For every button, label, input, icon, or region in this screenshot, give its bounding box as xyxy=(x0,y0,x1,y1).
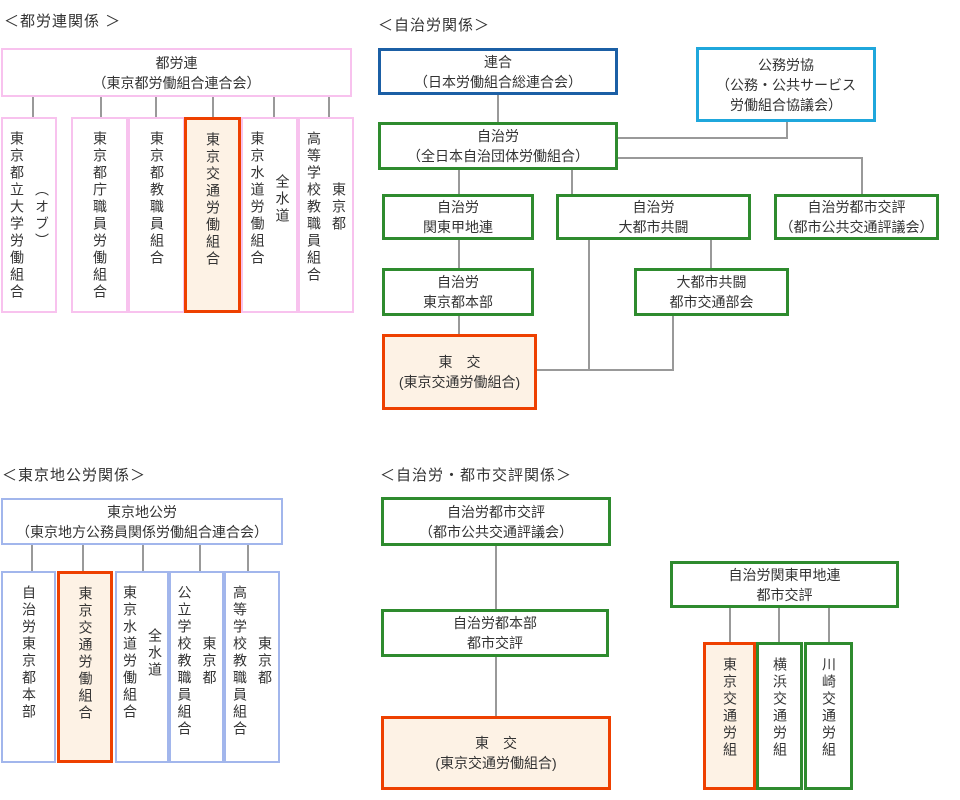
box-chikoro-parent: 東京地公労 （東京地方公務員関係労働組合連合会） xyxy=(1,498,283,545)
connector-line xyxy=(32,97,34,117)
connector-line xyxy=(537,369,674,371)
box-koto-gakko-union-2: 東京都 高等学校教職員組合 xyxy=(224,571,280,763)
box-zensuido-union-2: 全水道 東京水道労働組合 xyxy=(115,571,169,763)
box-jichiro-tokyo-honbu: 自治労 東京都本部 xyxy=(382,268,534,316)
connector-line xyxy=(273,97,275,117)
box-koto-gakko-union-1: 東京都 高等学校教職員組合 xyxy=(298,117,354,313)
box-jichiro-tokyo-honbu-v: 自治労東京都本部 xyxy=(1,571,56,763)
connector-line xyxy=(82,545,84,571)
connector-line xyxy=(328,97,330,117)
box-yokohama-kotsu-roso: 横浜交通労組 xyxy=(756,642,803,790)
section-title-chikoro: ＜東京地公労関係＞ xyxy=(2,467,147,484)
connector-line xyxy=(199,545,201,571)
box-tokyo-kyoshokuin-label: 東京都教職員組合 xyxy=(149,131,165,267)
box-komu-rokyo: 公務労協 （公務・公共サービス 労働組合協議会） xyxy=(696,47,876,122)
connector-line xyxy=(778,608,780,642)
connector-line xyxy=(495,657,497,716)
box-koto-gakko-label-1: 東京都 高等学校教職員組合 xyxy=(306,131,347,284)
box-jichiro: 自治労 （全日本自治団体労働組合） xyxy=(378,122,618,170)
box-jichiro-kanto-ko-chiren: 自治労 関東甲地連 xyxy=(382,194,534,240)
connector-line xyxy=(672,316,674,371)
box-toko-highlight-2: 東 交 (東京交通労働組合) xyxy=(381,716,611,790)
box-yokohama-kotsu-roso-label: 横浜交通労組 xyxy=(772,657,788,759)
box-kawasaki-kotsu-roso: 川崎交通労組 xyxy=(804,642,853,790)
connector-line xyxy=(458,316,460,334)
connector-line xyxy=(571,170,573,194)
box-rengo: 連合 （日本労働組合総連合会） xyxy=(378,48,618,95)
box-kawasaki-kotsu-roso-label: 川崎交通労組 xyxy=(821,657,837,759)
box-tororen-parent: 都労連 （東京都労働組合連合会） xyxy=(1,48,352,97)
connector-line xyxy=(618,137,788,139)
box-daitoshi-kyoto-bukai: 大都市共闘 都市交通部会 xyxy=(634,268,789,316)
connector-line xyxy=(142,545,144,571)
box-koto-gakko-label-2: 東京都 高等学校教職員組合 xyxy=(232,585,273,738)
section-title-toshikohyo: ＜自治労・都市交評関係＞ xyxy=(380,467,573,484)
connector-line xyxy=(618,157,863,159)
box-toko-highlight-1: 東 交 (東京交通労働組合) xyxy=(382,334,537,410)
connector-line xyxy=(31,545,33,571)
box-tokyo-kotsu-roso-label: 東京交通労組 xyxy=(722,657,738,759)
box-tmu-union: （オブ） 東京都立大学労働組合 xyxy=(1,117,57,313)
box-koritsu-gakko-union: 東京都 公立学校教職員組合 xyxy=(169,571,224,763)
connector-line xyxy=(828,608,830,642)
box-jichiro-toshikohyo-1: 自治労都市交評 （都市公共交通評議会） xyxy=(774,194,939,240)
box-jichiro-daitoshi-kyoto: 自治労 大都市共闘 xyxy=(556,194,751,240)
connector-line xyxy=(247,545,249,571)
section-title-tororen: ＜都労連関係 ＞ xyxy=(4,13,122,30)
box-tokyo-kotsu-label-2: 東京交通労働組合 xyxy=(77,586,94,722)
connector-line xyxy=(710,240,712,268)
connector-line xyxy=(495,546,497,609)
connector-line xyxy=(786,122,788,139)
connector-line xyxy=(155,97,157,117)
box-tocho-shokuin-union: 東京都庁職員労働組合 xyxy=(71,117,128,313)
box-tokyo-kotsu-union-highlight-1: 東京交通労働組合 xyxy=(184,117,241,313)
connector-line xyxy=(588,240,590,371)
box-tocho-shokuin-label: 東京都庁職員労働組合 xyxy=(92,131,108,301)
box-jichiro-toshikohyo-2: 自治労都市交評 （都市公共交通評議会） xyxy=(381,497,611,546)
section-title-jichiro: ＜自治労関係＞ xyxy=(378,17,491,34)
box-jichiro-tohonbu-toshikohyo: 自治労都本部 都市交評 xyxy=(381,609,609,657)
box-tokyo-kotsu-roso-highlight: 東京交通労組 xyxy=(703,642,756,790)
box-zensuido-label-1: 全水道 東京水道労働組合 xyxy=(249,131,291,267)
connector-line xyxy=(729,608,731,642)
box-zensuido-label-2: 全水道 東京水道労働組合 xyxy=(122,585,163,721)
box-koritsu-gakko-label: 東京都 公立学校教職員組合 xyxy=(176,585,218,738)
box-zensuido-union-1: 全水道 東京水道労働組合 xyxy=(241,117,298,313)
connector-line xyxy=(458,240,460,268)
box-tokyo-kotsu-label-1: 東京交通労働組合 xyxy=(205,132,221,268)
connector-line xyxy=(212,97,214,117)
box-jichiro-tokyo-honbu-v-label: 自治労東京都本部 xyxy=(21,585,37,721)
connector-line xyxy=(861,157,863,194)
box-kanto-ko-chiren-toshikohyo: 自治労関東甲地連 都市交評 xyxy=(670,561,899,608)
box-tokyo-kotsu-union-highlight-2: 東京交通労働組合 xyxy=(57,571,113,763)
box-tmu-union-label: （オブ） 東京都立大学労働組合 xyxy=(9,131,50,301)
connector-line xyxy=(497,95,499,122)
connector-line xyxy=(100,97,102,117)
box-tokyo-kyoshokuin-union: 東京都教職員組合 xyxy=(128,117,185,313)
connector-line xyxy=(458,170,460,194)
